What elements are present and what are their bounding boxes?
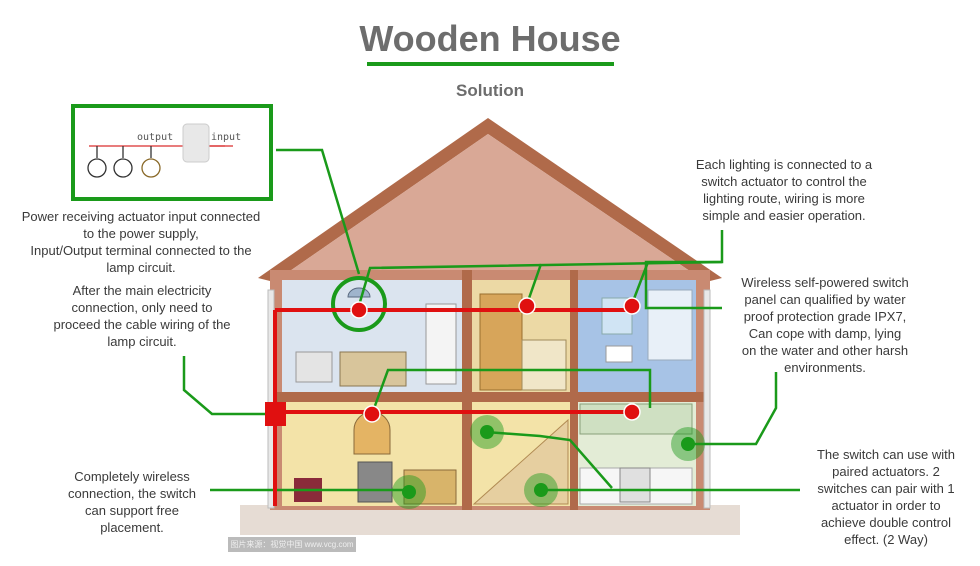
switch-icon — [392, 415, 705, 509]
wall-divider-2 — [570, 270, 578, 510]
input-label: input — [211, 132, 242, 143]
wardrobe — [425, 303, 457, 385]
wireless-links — [182, 148, 800, 492]
title-underline — [367, 62, 614, 66]
railing — [521, 339, 567, 391]
watermark: 图片来源：视觉中国 www.vcg.com — [228, 537, 356, 552]
output-label: output — [137, 132, 174, 143]
floor-beam — [270, 392, 710, 402]
link-inset — [276, 148, 361, 275]
actuator-detail-svg — [87, 123, 233, 178]
staircase — [472, 418, 569, 505]
actuator-detail-box: output input — [71, 104, 273, 201]
fireplace — [357, 461, 393, 503]
porch-post-right — [703, 289, 711, 509]
page-subtitle: Solution — [456, 81, 524, 100]
radiator — [295, 351, 333, 383]
shower — [647, 289, 693, 361]
main-power-box — [265, 402, 286, 426]
page-title: Wooden House — [359, 18, 621, 59]
actuator-icon — [182, 123, 210, 163]
sink — [605, 345, 633, 363]
bulb-icon — [87, 146, 161, 178]
oven — [619, 467, 651, 503]
note-actuator-input: Power receiving actuator input connected… — [21, 209, 261, 275]
wall-divider-1 — [462, 270, 472, 510]
actuator-points — [350, 297, 641, 423]
attic — [274, 134, 706, 282]
